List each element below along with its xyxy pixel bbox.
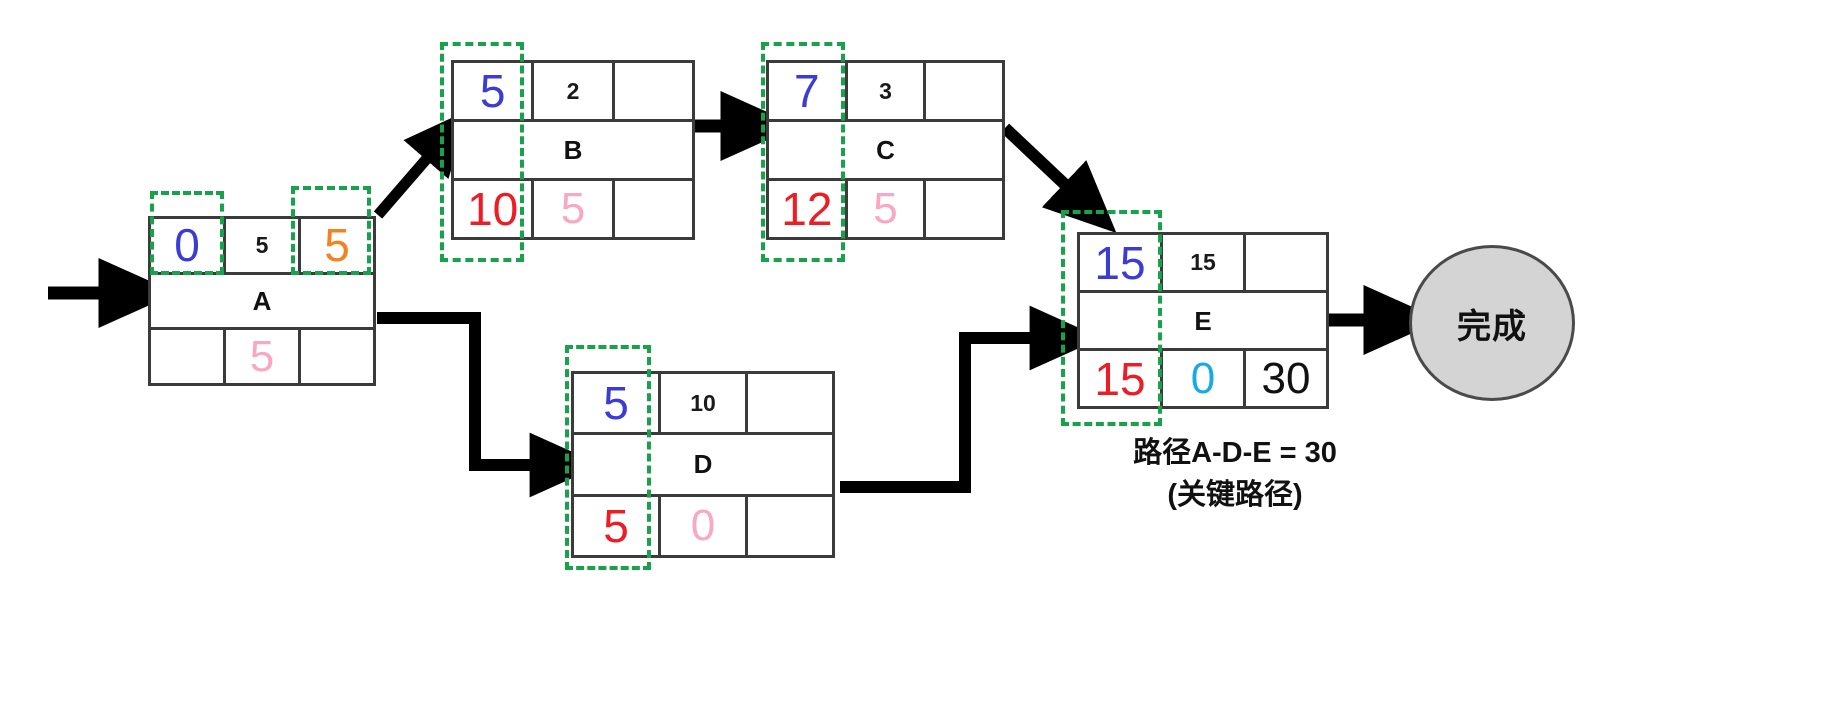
node-a-name-row: A [151,275,373,331]
node-e-late-start: 15 [1080,351,1163,406]
caption-line-2: (关键路径) [1167,479,1303,512]
node-e-late-finish: 30 [1261,353,1311,403]
activity-node-c[interactable]: 7 3 C 12 5 [766,60,1005,240]
node-d-bottom-row: 5 0 [574,496,832,555]
node-a-top-row: 0 5 5 [151,219,373,275]
node-e-top-row: 15 15 [1080,235,1326,293]
arrow-a-to-d [377,312,602,498]
node-a-late-finish [301,330,373,383]
node-a-early-start: 0 [151,219,226,272]
critical-path-caption: 路径A-D-E = 30 (关键路径) [1055,432,1415,516]
node-c-late-start: 12 [769,181,848,237]
node-c-label: C [876,135,895,165]
node-e-early-finish [1246,235,1326,290]
node-c-top-row: 7 3 [769,63,1002,122]
node-e-name-row: E [1080,293,1326,351]
node-c-late-finish [926,181,1002,237]
node-d-early-finish [748,374,832,432]
node-c-float: 5 [848,181,927,237]
node-d-label: D [693,449,713,480]
finish-node-label: 完成 [1457,307,1527,346]
node-a-bottom-row: 5 [151,330,373,384]
node-e-label: E [1194,305,1212,336]
activity-node-d[interactable]: 5 10 D 5 0 [571,371,835,558]
node-c-name-row: C [769,122,1002,181]
node-b-bottom-row: 10 5 [454,181,692,237]
node-b-early-finish [615,63,692,119]
node-d-duration: 10 [661,374,748,433]
activity-node-e[interactable]: 15 15 E 15 0 30 [1077,232,1329,409]
node-b-float: 5 [534,181,615,237]
node-b-name-row: B [454,122,692,181]
node-c-duration: 3 [848,63,927,119]
node-a-duration: 5 [226,219,301,272]
activity-node-b[interactable]: 5 2 B 10 5 [451,60,695,240]
node-e-bottom-row: 15 0 30 [1080,351,1326,406]
node-a-label: A [252,286,272,316]
node-a-late-start [151,330,226,384]
node-e-float: 0 [1163,351,1246,406]
arrow-c-to-e [1000,123,1117,234]
node-c-early-start: 7 [769,63,848,119]
node-b-top-row: 5 2 [454,63,692,122]
node-d-late-start: 5 [574,496,661,555]
caption-line-1: 路径A-D-E = 30 [1133,437,1337,469]
node-c-bottom-row: 12 5 [769,181,1002,237]
node-b-label: B [563,135,583,165]
node-b-late-finish [615,181,692,237]
node-e-early-start: 15 [1080,235,1163,290]
finish-node[interactable]: 完成 [1409,245,1575,401]
activity-node-a[interactable]: 0 5 5 A 5 [148,216,376,386]
node-a-float: 5 [226,330,301,384]
arrow-d-to-e [840,305,1102,493]
node-e-duration: 15 [1163,235,1246,290]
node-d-top-row: 5 10 [574,374,832,436]
node-b-early-start: 5 [454,63,535,119]
node-d-name-row: D [574,435,832,497]
node-b-duration: 2 [534,63,615,119]
node-d-late-finish [748,497,832,555]
node-c-early-finish [926,63,1002,119]
node-d-float: 0 [661,496,748,555]
node-d-early-start: 5 [574,374,661,433]
node-b-late-start: 10 [454,181,535,237]
arrow-a-to-b [373,109,470,219]
node-a-early-finish: 5 [324,219,350,272]
